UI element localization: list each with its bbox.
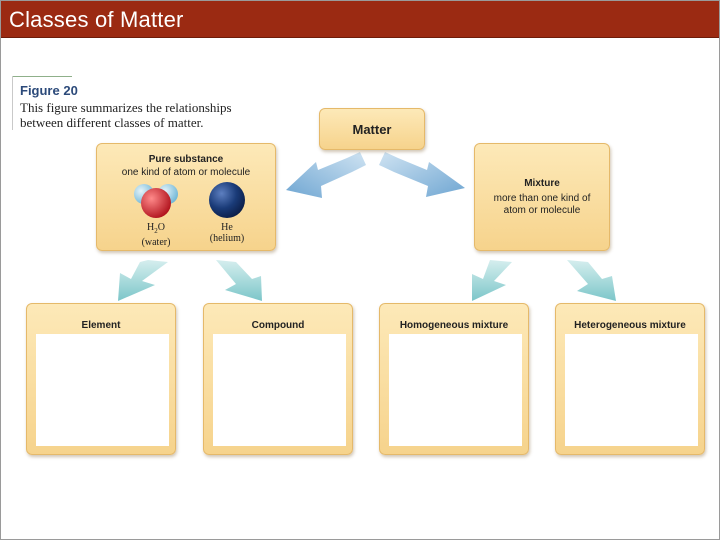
heterogeneous-mixture-label: Heterogeneous mixture	[574, 320, 686, 331]
element-label: Element	[81, 320, 121, 331]
helium-atom-icon	[209, 182, 245, 218]
arrow-pure-to-element	[118, 260, 168, 301]
water-molecule-icon	[134, 184, 178, 218]
slide-title: Classes of Matter	[9, 7, 184, 32]
helium-label: He (helium)	[197, 222, 257, 244]
figure-caption-text: This figure summarizes the relationships…	[20, 100, 232, 130]
compound-label: Compound	[251, 320, 305, 331]
homogeneous-mixture-box: Homogeneous mixture	[379, 303, 529, 455]
homogeneous-content-area	[389, 334, 522, 446]
water-label: H2O (water)	[126, 222, 186, 248]
heterogeneous-mixture-box: Heterogeneous mixture	[555, 303, 705, 455]
heterogeneous-content-area	[565, 334, 698, 446]
water-formula-h: H	[147, 222, 155, 233]
water-formula-subscript: 2	[154, 227, 158, 235]
helium-formula: He	[221, 222, 233, 233]
caption-side-rule	[12, 76, 13, 130]
arrow-matter-to-mixture	[379, 152, 465, 197]
element-content-area	[36, 334, 169, 446]
pure-substance-description: one kind of atom or molecule	[121, 167, 251, 178]
arrow-pure-to-compound	[216, 260, 262, 301]
water-formula-o: O	[157, 222, 165, 233]
title-bar: Classes of Matter	[1, 1, 719, 38]
mixture-label: Mixture	[524, 178, 560, 189]
water-name: (water)	[141, 237, 171, 248]
arrow-matter-to-pure	[286, 152, 366, 198]
matter-label: Matter	[352, 122, 392, 137]
pure-substance-box: Pure substance one kind of atom or molec…	[96, 143, 276, 251]
figure-label: Figure 20	[20, 83, 78, 98]
arrow-mixture-to-homogeneous	[472, 260, 512, 301]
compound-box: Compound	[203, 303, 353, 455]
matter-box: Matter	[319, 108, 425, 150]
homogeneous-mixture-label: Homogeneous mixture	[399, 320, 509, 331]
arrow-mixture-to-heterogeneous	[567, 260, 616, 301]
compound-content-area	[213, 334, 346, 446]
mixture-description: more than one kind of atom or molecule	[493, 193, 591, 216]
mixture-box: Mixture more than one kind of atom or mo…	[474, 143, 610, 251]
caption-rule	[12, 76, 72, 77]
element-box: Element	[26, 303, 176, 455]
helium-name: (helium)	[209, 233, 245, 244]
pure-substance-label: Pure substance	[148, 154, 224, 165]
